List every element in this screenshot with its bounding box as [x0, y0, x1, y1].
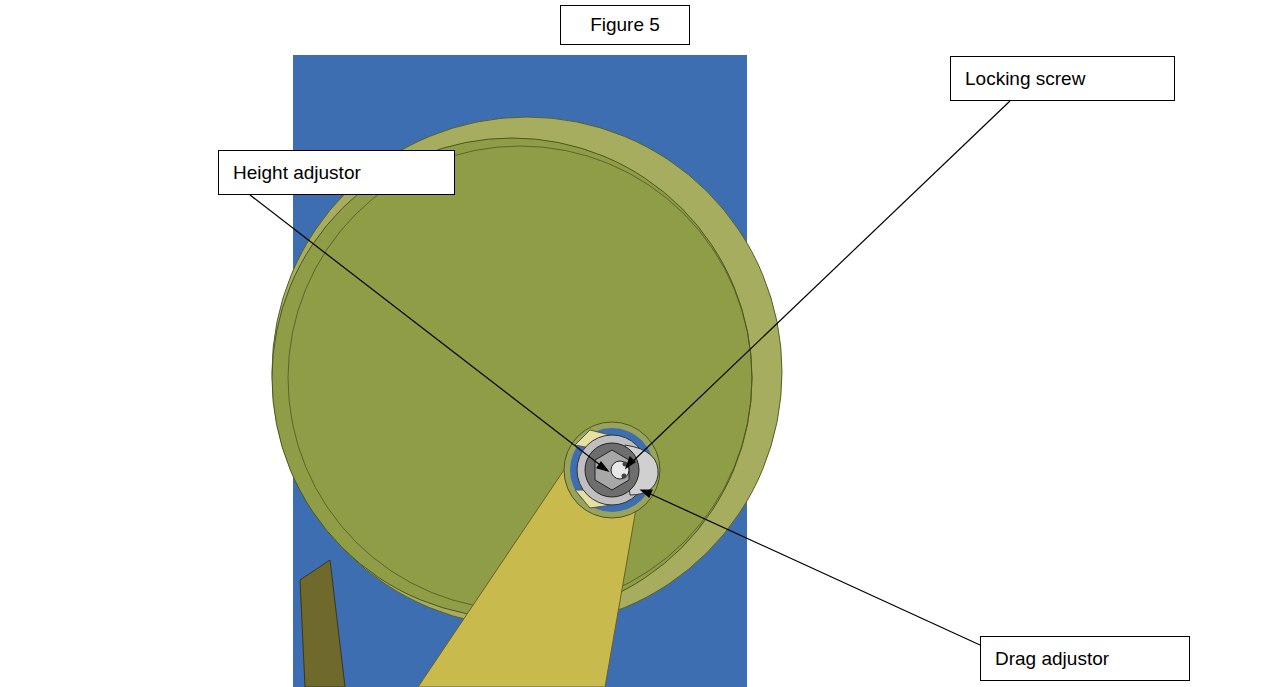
- leader-line: [250, 195, 604, 468]
- callout-box: Drag adjustor: [980, 636, 1190, 681]
- figure-title: Figure 5: [560, 5, 690, 45]
- nut-ring: [585, 443, 639, 497]
- callout-label: Drag adjustor: [995, 648, 1109, 670]
- leader-line: [646, 492, 980, 645]
- callout-label: Locking screw: [965, 68, 1085, 90]
- callout-box: Locking screw: [950, 56, 1175, 101]
- title-text: Figure 5: [590, 14, 660, 36]
- callout-box: Height adjustor: [218, 150, 455, 195]
- height-adjustor: [595, 450, 629, 490]
- leader-head: [641, 490, 652, 497]
- frame-edge: [300, 560, 345, 687]
- leader-line: [630, 101, 1010, 464]
- leader-head: [626, 457, 635, 468]
- screw-head: [611, 461, 629, 479]
- callout-label: Height adjustor: [233, 162, 361, 184]
- locking-screw: [622, 474, 627, 479]
- leader-head: [597, 462, 608, 471]
- inner-flange: [272, 138, 752, 618]
- hub-ring: [564, 422, 660, 518]
